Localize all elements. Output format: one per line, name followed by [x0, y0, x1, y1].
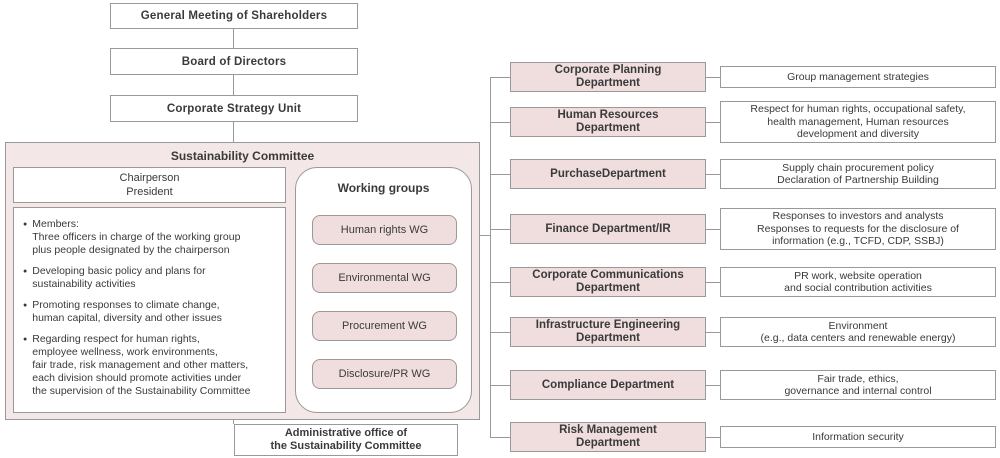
- dept-name: Compliance Department: [541, 378, 675, 391]
- dept-desc: Group management strategies: [787, 70, 929, 83]
- connector-line: [706, 229, 720, 230]
- connector-line: [490, 229, 510, 230]
- dept-desc-box: Environment (e.g., data centers and rene…: [720, 317, 996, 347]
- dept-name: Risk Management Department: [559, 424, 657, 449]
- bullet-text: Developing basic policy and plans for su…: [32, 265, 206, 290]
- box-board-of-directors: Board of Directors: [110, 48, 358, 75]
- dept-desc-box: Supply chain procurement policy Declarat…: [720, 159, 996, 189]
- dept-box-infrastructure-engineering: Infrastructure Engineering Department: [510, 317, 706, 347]
- connector-line: [706, 77, 720, 78]
- wg-environmental: Environmental WG: [312, 263, 457, 293]
- chairperson-box: Chairperson President: [13, 167, 286, 203]
- connector-line: [490, 174, 510, 175]
- dept-desc: Supply chain procurement policy Declarat…: [777, 161, 939, 187]
- bullet-icon: ●: [23, 221, 28, 228]
- bullet-text: Members: Three officers in charge of the…: [32, 218, 241, 256]
- wg-human-rights: Human rights WG: [312, 215, 457, 245]
- connector-line: [706, 385, 720, 386]
- bullet-text: Promoting responses to climate change, h…: [32, 299, 222, 324]
- dept-name: PurchaseDepartment: [550, 167, 666, 180]
- dept-box-human-resources: Human Resources Department: [510, 107, 706, 137]
- bullet-icon: ●: [23, 302, 28, 309]
- working-groups-panel: Working groups Human rights WG Environme…: [295, 167, 472, 413]
- dept-name: Corporate Planning Department: [554, 64, 662, 89]
- wg-label: Human rights WG: [340, 224, 429, 236]
- bullet-item: ● Promoting responses to climate change,…: [23, 299, 279, 325]
- connector-line: [490, 332, 510, 333]
- dept-desc-box: Fair trade, ethics, governance and inter…: [720, 370, 996, 400]
- connector-line: [706, 174, 720, 175]
- dept-name: Infrastructure Engineering Department: [535, 319, 681, 344]
- connector-line: [480, 235, 490, 236]
- bullet-item: ● Regarding respect for human rights, em…: [23, 333, 279, 398]
- bullet-item: ● Developing basic policy and plans for …: [23, 265, 279, 291]
- dept-desc: Information security: [812, 430, 904, 443]
- wg-label: Environmental WG: [338, 272, 431, 284]
- dept-box-corporate-planning: Corporate Planning Department: [510, 62, 706, 92]
- dept-desc-box: Responses to investors and analysts Resp…: [720, 208, 996, 250]
- connector-line: [233, 29, 234, 48]
- connector-line: [706, 122, 720, 123]
- dept-desc: Environment (e.g., data centers and rene…: [760, 319, 956, 345]
- dept-desc: PR work, website operation and social co…: [784, 269, 932, 295]
- connector-line: [490, 122, 510, 123]
- connector-line: [706, 332, 720, 333]
- box-general-meeting-of-shareholders: General Meeting of Shareholders: [110, 3, 358, 29]
- wg-label: Disclosure/PR WG: [338, 368, 431, 380]
- dept-box-finance-ir: Finance Department/IR: [510, 214, 706, 244]
- connector-line: [233, 420, 234, 424]
- box-label: General Meeting of Shareholders: [140, 10, 328, 22]
- working-groups-title: Working groups: [337, 181, 430, 195]
- dept-desc-box: PR work, website operation and social co…: [720, 267, 996, 297]
- committee-title: Sustainability Committee: [170, 149, 315, 163]
- bullet-icon: ●: [23, 268, 28, 275]
- connector-line: [706, 282, 720, 283]
- dept-box-corporate-communications: Corporate Communications Department: [510, 267, 706, 297]
- connector-line: [490, 385, 510, 386]
- box-label: Board of Directors: [181, 55, 287, 68]
- wg-procurement: Procurement WG: [312, 311, 457, 341]
- dept-desc-box: Respect for human rights, occupational s…: [720, 101, 996, 143]
- dept-name: Finance Department/IR: [545, 222, 671, 235]
- members-box: ● Members: Three officers in charge of t…: [13, 207, 286, 413]
- wg-disclosure-pr: Disclosure/PR WG: [312, 359, 457, 389]
- connector-line: [490, 77, 510, 78]
- dept-name: Human Resources Department: [557, 109, 659, 134]
- dept-box-compliance: Compliance Department: [510, 370, 706, 400]
- bullet-icon: ●: [23, 336, 28, 343]
- chairperson-label: Chairperson President: [119, 172, 180, 198]
- dept-desc: Respect for human rights, occupational s…: [750, 103, 966, 141]
- admin-office-box: Administrative office of the Sustainabil…: [234, 424, 458, 456]
- connector-line: [233, 75, 234, 95]
- dept-desc-box: Information security: [720, 426, 996, 448]
- box-label: Corporate Strategy Unit: [166, 102, 302, 115]
- admin-office-label: Administrative office of the Sustainabil…: [270, 427, 422, 452]
- dept-box-purchase: PurchaseDepartment: [510, 159, 706, 189]
- wg-label: Procurement WG: [342, 320, 427, 332]
- connector-line: [706, 437, 720, 438]
- connector-line: [490, 282, 510, 283]
- bullet-text: Regarding respect for human rights, empl…: [32, 333, 251, 397]
- dept-desc-box: Group management strategies: [720, 66, 996, 88]
- connector-line: [490, 437, 510, 438]
- dept-box-risk-management: Risk Management Department: [510, 422, 706, 452]
- sustainability-committee-panel: Sustainability Committee Chairperson Pre…: [5, 142, 480, 420]
- dept-desc: Responses to investors and analysts Resp…: [757, 210, 959, 248]
- connector-line: [233, 122, 234, 142]
- bullet-item: ● Members: Three officers in charge of t…: [23, 218, 279, 257]
- box-corporate-strategy-unit: Corporate Strategy Unit: [110, 95, 358, 122]
- spine-line: [490, 77, 491, 438]
- dept-desc: Fair trade, ethics, governance and inter…: [784, 372, 932, 398]
- dept-name: Corporate Communications Department: [532, 269, 684, 294]
